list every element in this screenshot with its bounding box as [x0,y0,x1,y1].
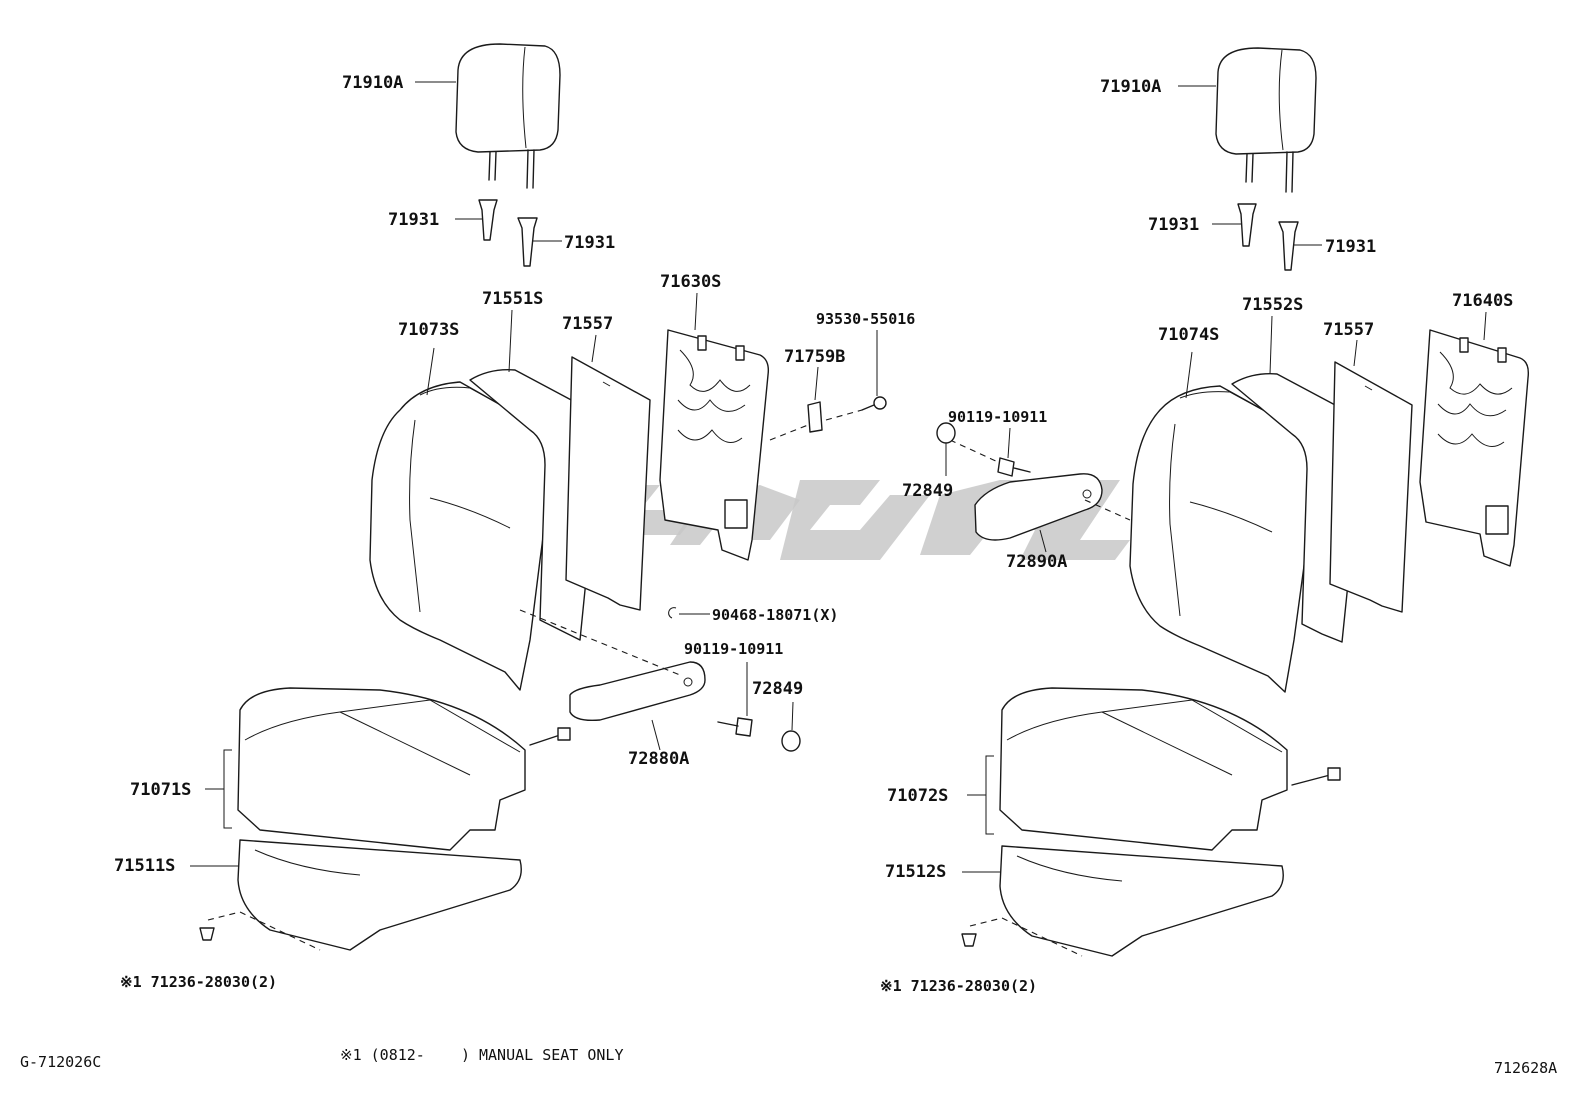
right-seat-cushion [999,687,1341,851]
label-right-support-a: 71931 [1148,215,1199,235]
leader-line [814,366,819,401]
leader-line [1353,339,1358,367]
label-left-armrest: 72880A [628,749,689,769]
leader-line [1007,427,1011,459]
right-cushion-pad [999,845,1284,957]
leader-line [519,609,681,676]
right-seatback-board [1329,361,1413,613]
label-right-cushion-assy: 71072S [887,786,948,806]
leader-line [508,309,513,373]
label-left-cushion-assy: 71071S [130,780,191,800]
drawing-number: 712628A [1494,1059,1557,1077]
leader-line [694,292,698,331]
right-fastener [961,917,1083,957]
left-cushion-pad [237,839,522,951]
right-armrest [974,473,1103,541]
left-seatback-board [565,356,651,611]
leader-line [426,347,435,396]
leader-line [591,334,597,363]
left-seat-cushion [237,687,571,851]
center-screw [861,396,887,411]
label-right-armrest: 72890A [1006,552,1067,572]
label-right-fastener: ※1 71236-28030(2) [880,977,1037,995]
left-headrest [455,43,561,189]
label-right-headrest: 71910A [1100,77,1161,97]
label-center-clip: 71759B [784,347,845,367]
label-left-back-board: 71557 [562,314,613,334]
left-seatback-cover [369,381,554,691]
label-left-back-cover: 71073S [398,320,459,340]
right-armrest-cap [936,422,956,444]
leader-line [825,409,863,421]
right-headrest [1215,47,1317,193]
label-right-support-b: 71931 [1325,237,1376,257]
label-left-back-frame: 71630S [660,272,721,292]
right-support-a [1237,203,1257,247]
label-left-back-pad: 71551S [482,289,543,309]
leader-line [1269,315,1273,375]
leader-bracket [985,755,994,835]
leader-line [1039,529,1047,553]
right-seatback-frame [1419,329,1530,567]
left-fastener [199,911,321,951]
left-clip [807,401,823,433]
center-ring [668,607,677,619]
left-armrest-cap [781,730,801,752]
label-left-cushion-pad: 71511S [114,856,175,876]
label-right-cushion-pad: 71512S [885,862,946,882]
label-right-back-pad: 71552S [1242,295,1303,315]
label-center-ring: 90468-18071(X) [712,606,838,624]
label-left-armrest-bolt: 90119-10911 [684,640,783,658]
left-support-b [517,217,538,267]
figure-code: G-712026C [20,1053,101,1071]
leader-line [1483,311,1487,341]
label-left-support-b: 71931 [564,233,615,253]
leader-line [949,439,999,463]
label-right-armrest-bolt: 90119-10911 [948,408,1047,426]
left-armrest [569,661,706,722]
leader-bracket [223,749,232,829]
leader-line [651,719,661,751]
label-left-fastener: ※1 71236-28030(2) [120,973,277,991]
left-seatback-frame [659,329,770,561]
label-right-armrest-cap: 72849 [902,481,953,501]
label-left-headrest: 71910A [342,73,403,93]
left-armrest-bolt [717,717,753,737]
leader-line [1185,351,1193,399]
left-support-a [478,199,498,241]
right-armrest-bolt [997,457,1031,477]
right-support-b [1278,221,1299,271]
leader-line [1084,499,1131,521]
label-left-armrest-cap: 72849 [752,679,803,699]
leader-line [791,701,794,731]
right-seatback-cover [1129,385,1318,693]
footnote: ※1 (0812- ) MANUAL SEAT ONLY [340,1046,624,1064]
label-right-back-cover: 71074S [1158,325,1219,345]
label-right-back-frame: 71640S [1452,291,1513,311]
label-left-support-a: 71931 [388,210,439,230]
label-center-screw: 93530-55016 [816,310,915,328]
leader-line [769,424,809,441]
label-right-back-board: 71557 [1323,320,1374,340]
